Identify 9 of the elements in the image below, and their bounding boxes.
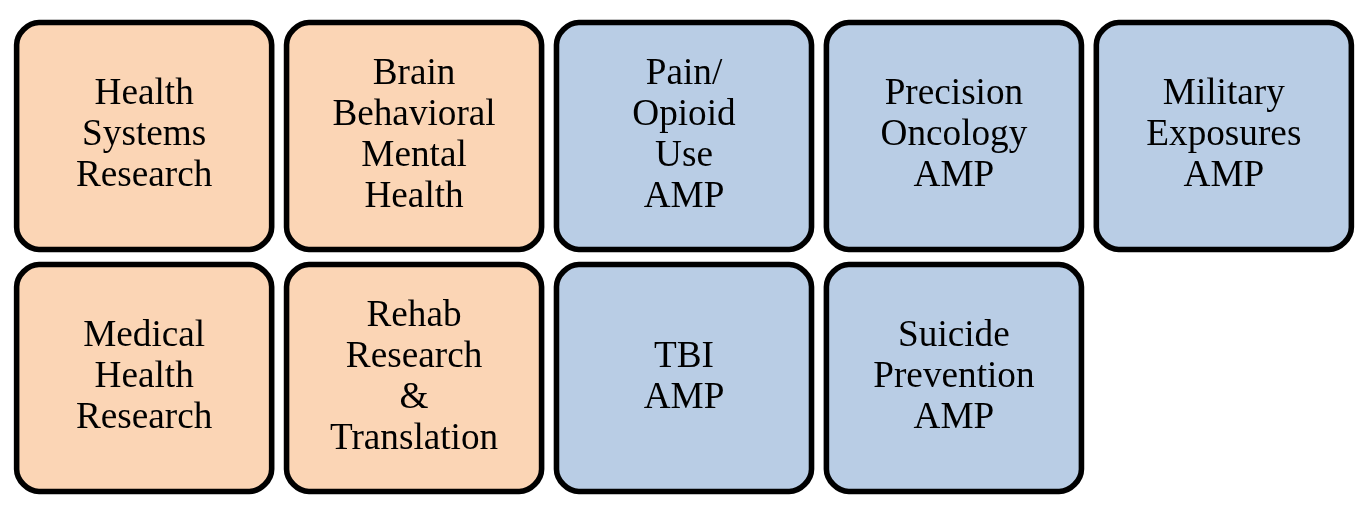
node-box: Brain Behavioral Mental Health xyxy=(283,19,545,252)
node-box: Health Systems Research xyxy=(13,19,275,252)
node-box: Medical Health Research xyxy=(13,261,275,494)
node-box: Precision Oncology AMP xyxy=(823,19,1085,252)
node-box: Suicide Prevention AMP xyxy=(823,261,1085,494)
node-box: Military Exposures AMP xyxy=(1093,19,1355,252)
node-box: Rehab Research & Translation xyxy=(283,261,545,494)
node-box: Pain/ Opioid Use AMP xyxy=(553,19,815,252)
node-box: TBI AMP xyxy=(553,261,815,494)
